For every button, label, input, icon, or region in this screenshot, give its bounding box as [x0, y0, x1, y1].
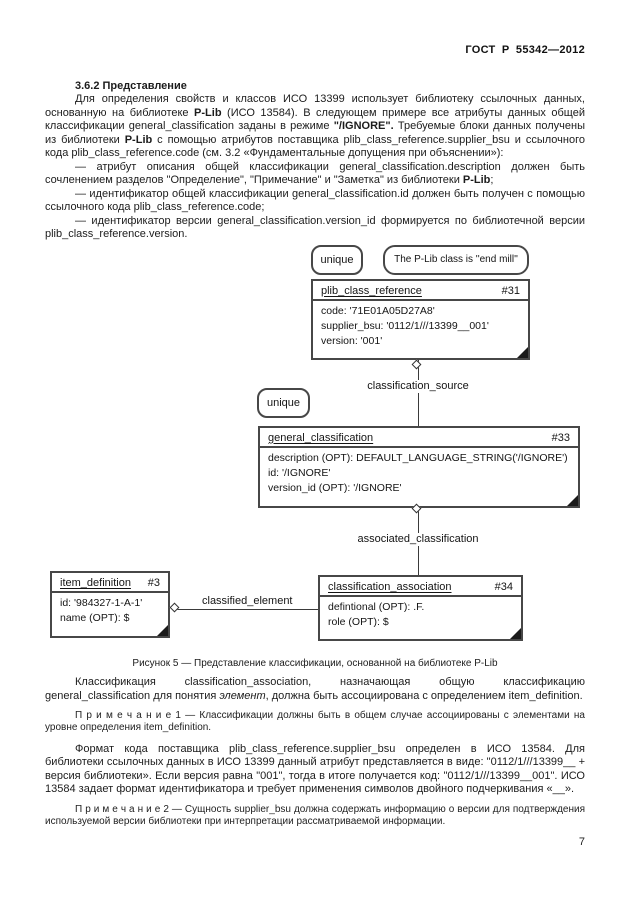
callout-box: The P-Lib class is ''end mill'' [383, 244, 529, 275]
entity-number: #31 [501, 284, 520, 297]
entity-attr: name (OPT): $ [60, 611, 130, 624]
entity-attr: role (OPT): $ [328, 615, 389, 628]
text-run-italic: элемент [219, 689, 266, 702]
text-run: Классификация classification_association… [45, 676, 585, 702]
text-run: с помощью атрибутов поставщика plib_clas… [45, 133, 585, 160]
unique-label: unique [266, 396, 301, 409]
text-run-bold: "/IGNORE". [333, 120, 394, 132]
entity-title-row: plib_class_reference #31 [313, 281, 528, 301]
entity-title-row: general_classification #33 [260, 428, 578, 448]
page-number: 7 [578, 836, 585, 849]
note-2: П р и м е ч а н и е 2 — Сущность supplie… [45, 803, 585, 827]
entity-attr: code: '71E01A05D27A8' [321, 304, 435, 317]
unique-constraint-box: unique [257, 387, 310, 418]
entity-title-row: item_definition #3 [52, 573, 168, 593]
aggregation-diamond-icon [169, 602, 180, 612]
entity-attr: description (OPT): DEFAULT_LANGUAGE_STRI… [268, 451, 568, 464]
relationship-line [418, 359, 419, 426]
entity-attr: supplier_bsu: '0112/1///13399__001' [321, 319, 489, 332]
entity-box-plib-class-reference: plib_class_reference #31 code: '71E01A05… [311, 278, 530, 360]
fold-corner-icon [567, 494, 578, 506]
note-1: П р и м е ч а н и е 1 — Классификации до… [45, 710, 585, 734]
entity-attrs: id: '984327-1-A-1' name (OPT): $ [52, 593, 168, 630]
aggregation-diamond-icon [411, 359, 422, 369]
entity-attrs: defintional (OPT): .F. role (OPT): $ [320, 597, 521, 634]
entity-attrs: code: '71E01A05D27A8' supplier_bsu: '011… [313, 301, 528, 353]
entity-title-row: classification_association #34 [320, 577, 521, 597]
entity-attr: defintional (OPT): .F. [328, 600, 425, 613]
list-item: — атрибут описания общей классификации g… [45, 161, 585, 188]
section-heading: 3.6.2 Представление [75, 80, 187, 92]
entity-title: plib_class_reference [321, 284, 422, 297]
entity-title: item_definition [60, 576, 131, 589]
entity-number: #34 [494, 580, 513, 593]
entity-box-item-definition: item_definition #3 id: '984327-1-A-1' na… [50, 570, 170, 638]
text-run-bold: P-Lib [124, 133, 153, 146]
fold-corner-icon [510, 627, 521, 639]
doc-number-header: ГОСТ Р 55342—2012 [465, 44, 585, 56]
text-run-bold: P-Lib [462, 174, 491, 186]
relationship-label-associated-classification: associated_classification [343, 532, 493, 546]
callout-label: The P-Lib class is ''end mill'' [394, 254, 518, 265]
list-item: — идентификатор версии general_classific… [45, 214, 585, 241]
text-run-bold: P-Lib [194, 106, 222, 119]
entity-title: classification_association [328, 580, 452, 593]
entity-title: general_classification [268, 431, 374, 444]
text-run: ; [490, 174, 494, 186]
intro-paragraph: Для определения свойств и классов ИСО 13… [45, 93, 585, 161]
relationship-label-classification-source: classification_source [348, 379, 488, 393]
text-run: , должна быть ассоциирована с определени… [265, 689, 583, 702]
entity-attrs: description (OPT): DEFAULT_LANGUAGE_STRI… [260, 448, 578, 500]
entity-attr: version_id (OPT): '/IGNORE' [268, 481, 402, 494]
classification-paragraph: Классификация classification_association… [45, 676, 585, 703]
unique-label: unique [320, 253, 354, 266]
figure-5-diagram: unique The P-Lib class is ''end mill'' p… [45, 244, 585, 653]
unique-constraint-box: unique [311, 244, 363, 275]
entity-number: #33 [551, 431, 570, 444]
text-run: — атрибут описания общей классификации g… [45, 160, 585, 187]
figure-caption: Рисунок 5 — Представление классификации,… [132, 657, 498, 669]
relationship-label-classified-element: classified_element [202, 594, 293, 607]
format-paragraph: Формат кода поставщика plib_class_refere… [45, 742, 585, 796]
entity-box-general-classification: general_classification #33 description (… [258, 425, 580, 508]
text-run: Для определения свойств и классов ИСО 13… [45, 93, 585, 119]
entity-attr: id: '/IGNORE' [268, 466, 331, 479]
fold-corner-icon [157, 624, 168, 636]
entity-number: #3 [147, 576, 160, 589]
text-run: Требуемые блоки данных получены из библи… [45, 120, 585, 146]
fold-corner-icon [517, 346, 528, 358]
entity-box-classification-association: classification_association #34 defintion… [318, 574, 523, 641]
text-run: (ИСО 13584). В следующем примере все атр… [45, 106, 585, 133]
list-item: — идентификатор общей классификации gene… [45, 187, 585, 214]
relationship-line [173, 608, 318, 610]
entity-attr: id: '984327-1-A-1' [60, 596, 143, 609]
entity-attr: version: '001' [321, 334, 383, 347]
